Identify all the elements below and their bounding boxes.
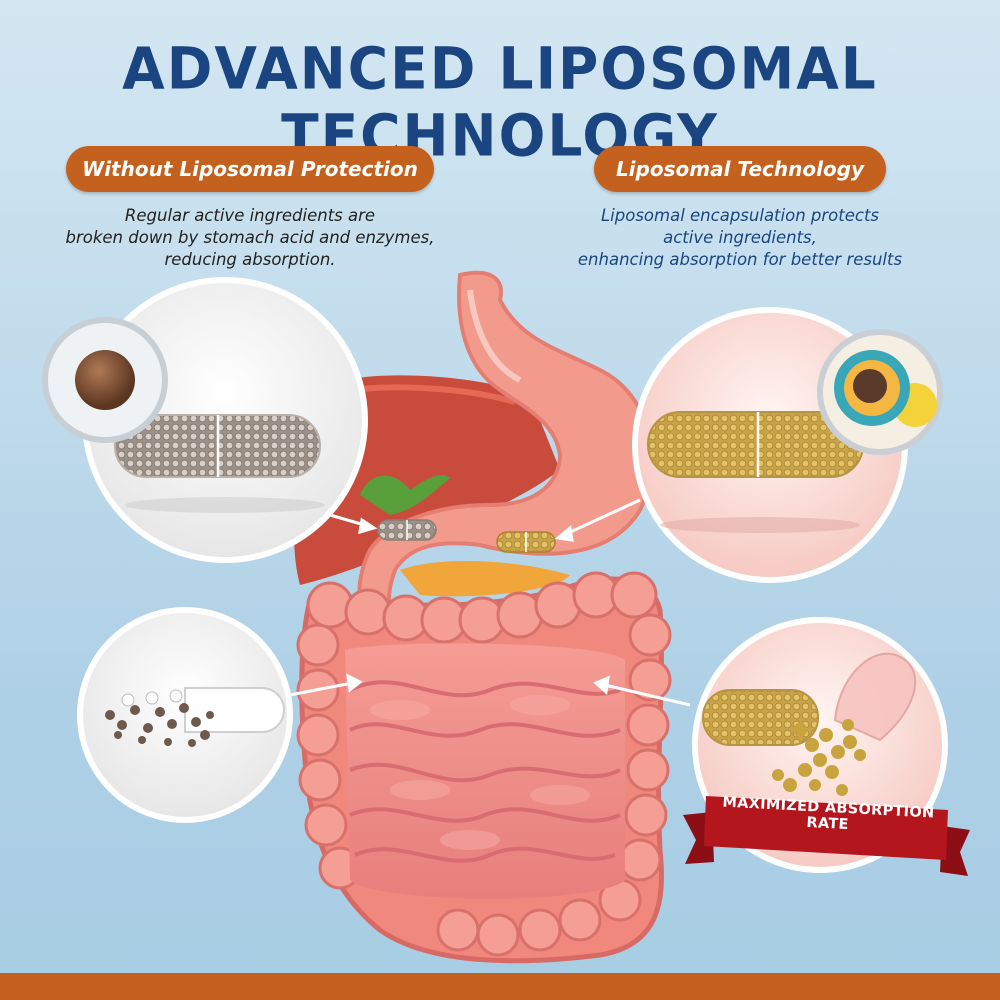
page-title: ADVANCED LIPOSOMAL TECHNOLOGY [122,34,878,170]
footer-bar [0,973,1000,1000]
desc-line: active ingredients, [663,228,817,247]
gallbladder-illustration [360,475,450,515]
desc-line: broken down by stomach acid and enzymes, [65,228,435,247]
particle-icon [42,317,168,443]
liposomal-technology-heading: Liposomal Technology [594,146,886,192]
desc-line: Liposomal encapsulation protects [600,206,880,225]
dissolved-capsule-circle [77,607,293,823]
desc-line: reducing absorption. [164,250,336,269]
desc-line: enhancing absorption for better results [577,250,903,269]
liposomal-technology-description: Liposomal encapsulation protects active … [530,205,950,271]
connector-arrows [289,498,691,707]
desc-line: Regular active ingredients are [124,206,376,225]
ribbon-banner [683,796,970,876]
intestine-illustration [296,571,672,964]
capsule-icon [377,519,437,541]
liposome-icon [817,329,943,455]
capsule-icon [496,531,556,553]
without-protection-description: Regular active ingredients are broken do… [30,205,470,271]
without-protection-heading: Without Liposomal Protection [66,146,434,192]
pancreas-illustration [400,560,570,597]
